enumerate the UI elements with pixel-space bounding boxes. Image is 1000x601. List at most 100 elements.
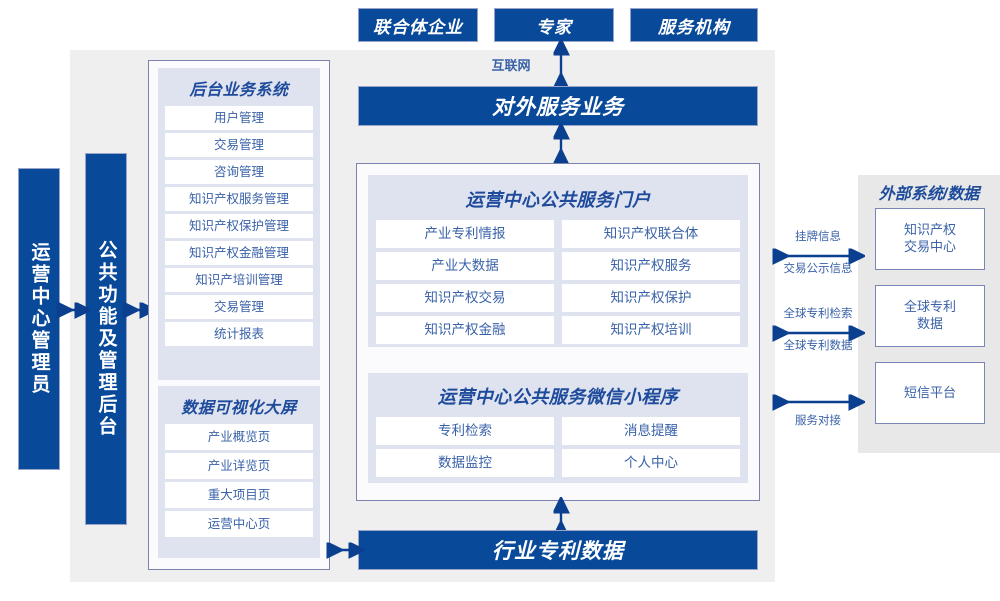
actor-box-2[interactable]: 服务机构 [630,8,758,42]
external-arrow-1-below-text: 全球专利数据 [783,340,853,352]
backend-item-5-label: 知识产权金融管理 [188,245,289,260]
external-arrow-0-label-below: 交易公示信息 [768,260,868,276]
internet-arrow [551,44,571,86]
viz-item-0-label: 产业概览页 [207,429,271,444]
portal-item-6[interactable]: 知识产权金融 [376,316,554,344]
backend-item-6[interactable]: 知识产培训管理 [165,268,313,292]
role-bar-operations-admin-label: 运营中心管理员 [28,242,50,396]
backend-item-4-label: 知识产权保护管理 [188,218,289,233]
external-systems-title-text: 外部系统/数据 [878,186,980,203]
viz-item-2-label: 重大项目页 [207,487,271,502]
admin-to-backend-arrow [60,300,86,320]
external-box-global-patent-label: 全球专利 数据 [903,299,956,331]
internet-label-text: 互联网 [491,58,531,73]
external-arrow-2-below-text: 服务对接 [795,415,841,427]
actor-box-1-label: 专家 [536,17,572,37]
backend-item-7-label: 交易管理 [213,299,264,314]
backend-item-1[interactable]: 交易管理 [165,133,313,157]
mini-item-3-label: 个人中心 [624,455,678,471]
external-box-global-patent[interactable]: 全球专利 数据 [875,285,985,347]
viz-item-3[interactable]: 运营中心页 [165,511,313,537]
actor-box-1[interactable]: 专家 [494,8,614,42]
modules-to-industry-arrow [330,540,360,560]
portal-item-2-label: 产业大数据 [431,258,499,274]
external-arrow-1-label-below: 全球专利数据 [768,337,868,353]
portal-item-5[interactable]: 知识产权保护 [562,284,740,312]
portal-item-7-label: 知识产权培训 [610,322,692,338]
portal-item-1-label: 知识产权联合体 [603,226,699,242]
external-arrow-0 [775,246,861,266]
role-bar-common-backend-label: 公共功能及管理后台 [95,240,117,438]
external-service-bar-label: 对外服务业务 [492,96,624,119]
external-box-sms-platform[interactable]: 短信平台 [875,362,985,424]
backend-item-1-label: 交易管理 [213,137,264,152]
portal-item-7[interactable]: 知识产权培训 [562,316,740,344]
portal-item-2[interactable]: 产业大数据 [376,252,554,280]
external-box-ip-exchange-label: 知识产权 交易中心 [903,222,956,254]
service-to-portal-arrow [551,128,571,162]
backend-item-8-label: 统计报表 [213,326,264,341]
viz-item-1[interactable]: 产业详览页 [165,453,313,479]
backend-item-0[interactable]: 用户管理 [165,106,313,130]
viz-item-3-label: 运营中心页 [207,516,271,531]
mini-program-group: 运营中心公共服务微信小程序 专利检索 消息提醒 数据监控 个人中心 [368,373,748,483]
mini-item-0-label: 专利检索 [438,423,492,439]
role-bar-common-backend[interactable]: 公共功能及管理后台 [85,153,127,525]
external-box-sms-platform-label: 短信平台 [903,384,956,400]
visualization-group: 数据可视化大屏 产业概览页 产业详览页 重大项目页 运营中心页 [158,386,320,558]
mini-item-1-label: 消息提醒 [624,423,678,439]
external-arrow-1-label-above: 全球专利检索 [768,305,868,321]
external-arrow-1 [775,323,861,343]
public-portal-group: 运营中心公共服务门户 产业专利情报 知识产权联合体 产业大数据 知识产权服务 知… [368,175,748,347]
backend-item-2-label: 咨询管理 [213,164,264,179]
portal-item-3[interactable]: 知识产权服务 [562,252,740,280]
mini-item-1[interactable]: 消息提醒 [562,417,740,445]
portal-to-industry-arrow [551,502,571,534]
backend-to-modules-arrow [127,300,151,320]
external-arrow-0-label-above: 挂牌信息 [772,228,864,244]
external-arrow-2 [775,392,861,412]
backend-item-3[interactable]: 知识产权服务管理 [165,187,313,211]
public-portal-title: 运营中心公共服务门户 [465,190,651,210]
backend-item-8[interactable]: 统计报表 [165,322,313,346]
backend-system-title: 后台业务系统 [189,82,289,99]
backend-system-group: 后台业务系统 用户管理 交易管理 咨询管理 知识产权服务管理 知识产权保护管理 … [158,68,320,380]
portal-item-6-label: 知识产权金融 [424,322,506,338]
external-service-bar[interactable]: 对外服务业务 [358,86,758,126]
viz-item-0[interactable]: 产业概览页 [165,424,313,450]
mini-item-2[interactable]: 数据监控 [376,449,554,477]
actor-box-0-label: 联合体企业 [373,17,463,37]
backend-item-0-label: 用户管理 [213,110,264,125]
actor-box-2-label: 服务机构 [658,17,730,37]
backend-item-4[interactable]: 知识产权保护管理 [165,214,313,238]
backend-item-6-label: 知识产培训管理 [195,272,283,287]
external-arrow-0-above-text: 挂牌信息 [795,231,841,243]
viz-item-2[interactable]: 重大项目页 [165,482,313,508]
internet-label: 互联网 [476,55,546,74]
external-arrow-2-label-below: 服务对接 [772,412,864,428]
external-systems-title: 外部系统/数据 [858,180,1000,204]
portal-item-5-label: 知识产权保护 [610,290,692,306]
portal-item-0[interactable]: 产业专利情报 [376,220,554,248]
mini-item-2-label: 数据监控 [438,455,492,471]
portal-item-4-label: 知识产权交易 [424,290,506,306]
external-box-ip-exchange[interactable]: 知识产权 交易中心 [875,208,985,270]
mini-program-title: 运营中心公共服务微信小程序 [437,387,679,407]
backend-item-5[interactable]: 知识产权金融管理 [165,241,313,265]
mini-item-0[interactable]: 专利检索 [376,417,554,445]
visualization-title: 数据可视化大屏 [181,400,297,417]
portal-item-4[interactable]: 知识产权交易 [376,284,554,312]
actor-box-0[interactable]: 联合体企业 [358,8,478,42]
role-bar-operations-admin[interactable]: 运营中心管理员 [18,168,60,470]
portal-item-3-label: 知识产权服务 [610,258,692,274]
external-arrow-1-above-text: 全球专利检索 [783,308,853,320]
portal-item-1[interactable]: 知识产权联合体 [562,220,740,248]
backend-item-2[interactable]: 咨询管理 [165,160,313,184]
mini-item-3[interactable]: 个人中心 [562,449,740,477]
industry-data-bar-label: 行业专利数据 [492,540,624,563]
backend-item-7[interactable]: 交易管理 [165,295,313,319]
portal-item-0-label: 产业专利情报 [424,226,506,242]
industry-data-bar[interactable]: 行业专利数据 [358,530,758,570]
viz-item-1-label: 产业详览页 [207,458,271,473]
